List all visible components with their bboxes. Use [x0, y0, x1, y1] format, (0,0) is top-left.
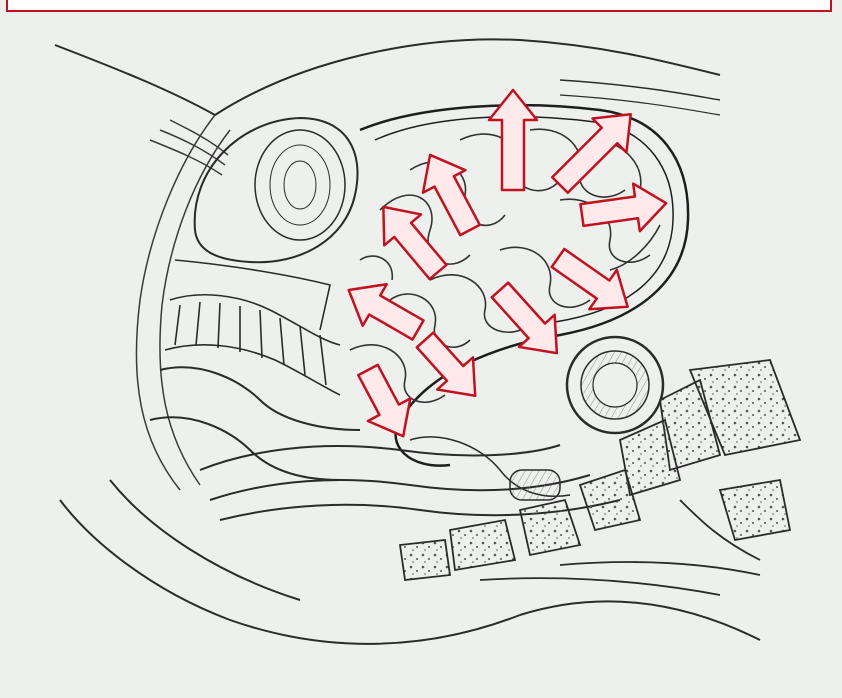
arrow-right [579, 179, 670, 238]
ring-cross-section [567, 337, 663, 433]
arrow-left [337, 269, 430, 351]
lower-intestine [165, 260, 340, 395]
arrow-up-2 [409, 144, 491, 242]
arrow-down-right-3 [407, 324, 493, 412]
arrow-up-left [365, 191, 456, 287]
arrow-up-right [543, 97, 648, 202]
bladder [195, 118, 358, 262]
rectal-segment [510, 470, 560, 500]
abdominal-wall [136, 115, 230, 490]
